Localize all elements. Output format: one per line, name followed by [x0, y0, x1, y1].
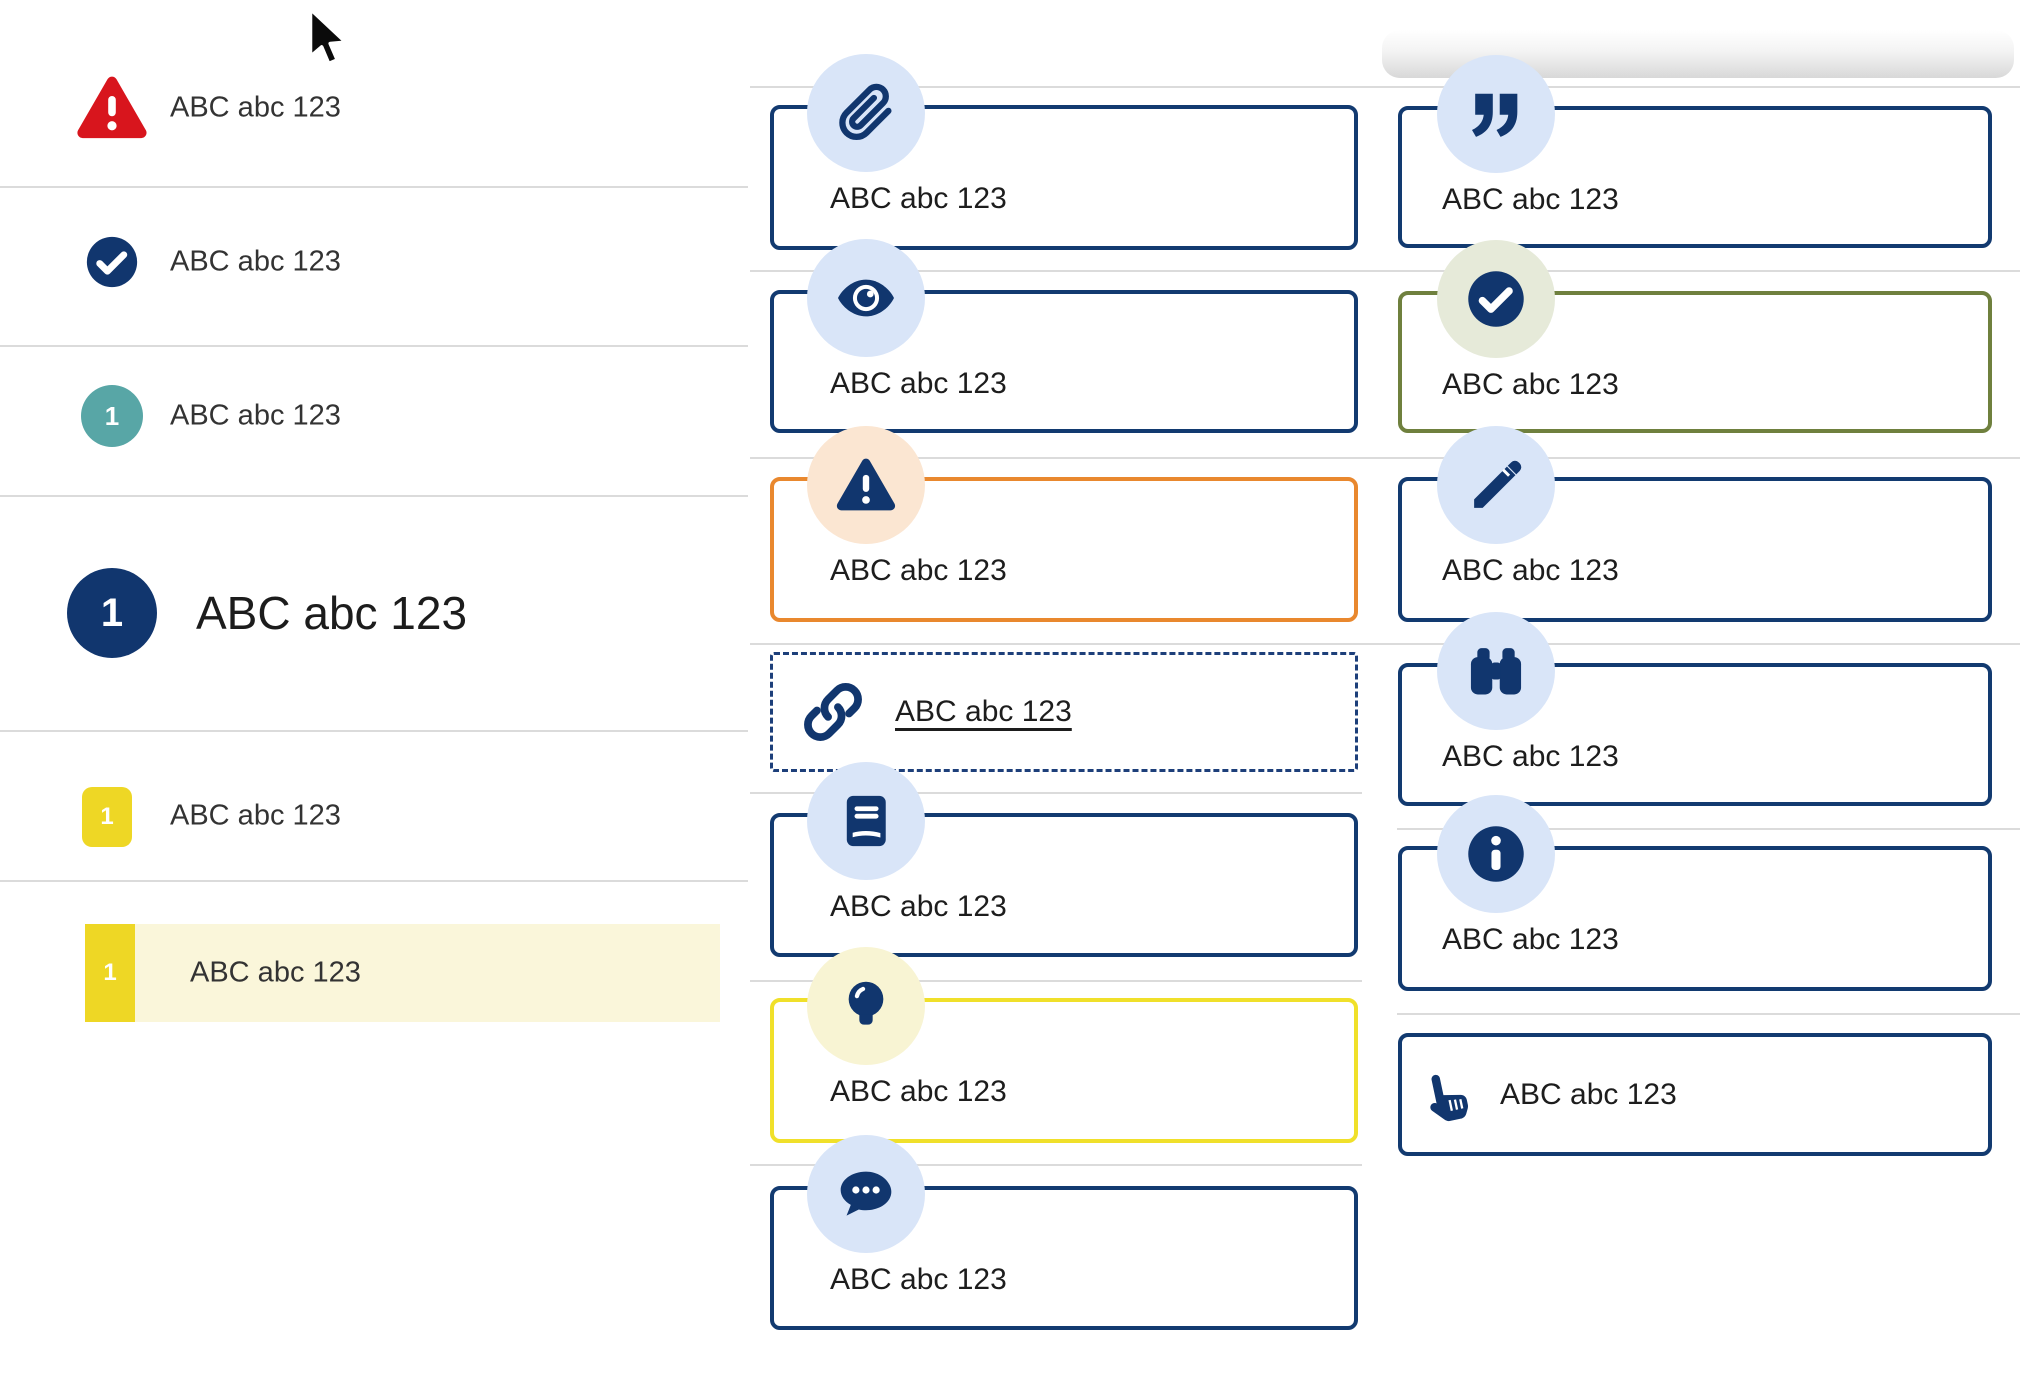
hand-pointer-icon [1430, 1074, 1468, 1121]
left-list-divider [0, 730, 748, 732]
left-list-item-label: ABC abc 123 [190, 956, 361, 989]
number-badge: 1 [67, 568, 157, 658]
chat-icon [840, 1171, 892, 1216]
active-row-highlight [85, 924, 720, 1022]
card-label: ABC abc 123 [830, 182, 1007, 215]
number-badge: 1 [81, 385, 143, 447]
card-row-divider [750, 86, 2020, 88]
quote-icon [1472, 93, 1518, 137]
card-label: ABC abc 123 [1442, 923, 1619, 956]
left-list-item-label: ABC abc 123 [170, 91, 341, 124]
hand-pointer-icon [1420, 1066, 1478, 1124]
icon-circle [807, 947, 925, 1065]
card-row-divider [750, 270, 2020, 272]
paperclip-icon [839, 83, 892, 140]
left-list-item-label: ABC abc 123 [196, 587, 468, 639]
eye-icon [838, 279, 894, 317]
binoculars-icon [1470, 648, 1522, 695]
lightbulb-icon [848, 981, 884, 1025]
icon-circle [1437, 426, 1555, 544]
left-list-item-icon [83, 233, 141, 291]
card [770, 290, 1358, 433]
card-label: ABC abc 123 [830, 1075, 1007, 1108]
icon-circle [1437, 240, 1555, 358]
left-list-divider [0, 880, 748, 882]
pencil-icon [1474, 460, 1522, 508]
left-list-divider [0, 495, 748, 497]
icon-circle [1437, 55, 1555, 173]
link-icon [802, 681, 864, 743]
card-row-divider [750, 980, 1362, 982]
card-link-label[interactable]: ABC abc 123 [895, 695, 1072, 728]
card-label: ABC abc 123 [1442, 554, 1619, 587]
card-row-divider [1397, 828, 2020, 830]
icon-circle [807, 426, 925, 544]
card-label: ABC abc 123 [1500, 1077, 1677, 1111]
left-list-divider [0, 345, 748, 347]
info-icon [1468, 826, 1524, 882]
card[interactable] [770, 652, 1358, 772]
check-circle-icon [86, 236, 138, 288]
card-row-divider [1397, 1013, 2020, 1015]
card-label: ABC abc 123 [830, 1263, 1007, 1296]
card [1398, 1033, 1992, 1156]
number-badge: 1 [85, 924, 135, 1022]
icon-circle [807, 1135, 925, 1253]
left-list-item-label: ABC abc 123 [170, 399, 341, 432]
left-list-item-icon [74, 70, 150, 146]
number-badge: 1 [82, 787, 132, 847]
left-list-item-label: ABC abc 123 [170, 799, 341, 832]
icon-circle [807, 239, 925, 357]
card-row-divider [750, 643, 2020, 645]
card-label: ABC abc 123 [830, 367, 1007, 400]
alert-triangle-icon [77, 76, 147, 139]
left-list-divider [0, 186, 748, 188]
mouse-cursor [306, 6, 352, 70]
card-row-divider [750, 792, 1362, 794]
alert-triangle-icon [836, 458, 896, 511]
card-label: ABC abc 123 [1442, 740, 1619, 773]
card-label: ABC abc 123 [830, 554, 1007, 587]
icon-circle [807, 762, 925, 880]
link-icon [804, 683, 862, 741]
book-icon [846, 795, 886, 847]
card-row-divider [750, 457, 2020, 459]
card-label: ABC abc 123 [1442, 183, 1619, 216]
left-list-item-label: ABC abc 123 [170, 245, 341, 278]
card-label: ABC abc 123 [830, 890, 1007, 923]
icon-circle [807, 54, 925, 172]
icon-circle [1437, 612, 1555, 730]
icon-circle [1437, 795, 1555, 913]
card-row-divider [750, 1164, 1362, 1166]
card-label: ABC abc 123 [1442, 368, 1619, 401]
check-circle-icon [1468, 271, 1524, 327]
